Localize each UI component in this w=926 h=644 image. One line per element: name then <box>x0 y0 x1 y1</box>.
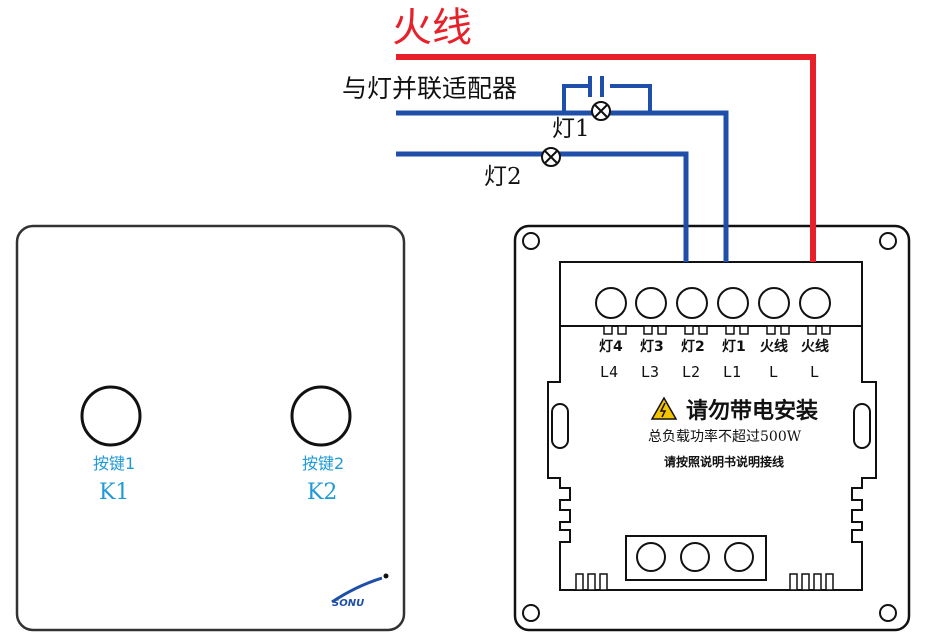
terminal-screw-l3 <box>635 287 667 319</box>
terminal-screw-l1 <box>717 287 749 319</box>
terminal-tabs <box>603 325 831 335</box>
adapter-symbol <box>562 76 652 113</box>
key2-label: 按键2 <box>302 454 345 473</box>
lamp1-symbol <box>591 101 611 121</box>
module-body <box>547 326 877 591</box>
terminal-screw-l4 <box>595 287 627 319</box>
terminal-name: 火线 <box>801 339 829 355</box>
terminal-code: L <box>769 363 779 381</box>
terminal-code: L2 <box>682 363 701 381</box>
warning-icon <box>650 396 678 420</box>
terminal-name: 火线 <box>760 339 788 355</box>
mount-hole-br <box>879 604 897 622</box>
mount-hole-tl <box>522 232 540 250</box>
terminal-screw-live-b <box>799 287 831 319</box>
warning-manual: 请按照说明书说明接线 <box>664 455 785 469</box>
terminal-name: 灯2 <box>681 339 705 355</box>
bottom-screw-3 <box>724 542 754 572</box>
key1-button <box>80 385 142 447</box>
bottom-screw-2 <box>680 542 710 572</box>
lamp2-label: 灯2 <box>484 164 522 190</box>
warning-load: 总负载功率不超过500W <box>648 429 802 445</box>
key2-button <box>290 385 352 447</box>
brand-logo: SONU <box>331 573 389 609</box>
key1-code: K1 <box>99 480 130 505</box>
lamp2-wire <box>396 151 689 262</box>
terminal-name: 灯3 <box>640 339 664 355</box>
adapter-label: 与灯并联适配器 <box>342 74 518 103</box>
terminal-code: L4 <box>600 363 619 381</box>
terminal-screws <box>595 287 831 319</box>
terminal-code: L <box>810 363 820 381</box>
lamp1-wire <box>396 110 729 262</box>
key2-code: K2 <box>307 480 338 505</box>
terminal-name: 灯4 <box>599 339 623 355</box>
terminal-name: 灯1 <box>722 339 746 355</box>
key1-label: 按键1 <box>93 454 136 473</box>
right-latch-slot <box>853 403 871 449</box>
terminal-screw-live-a <box>758 287 790 319</box>
svg-text:SONU: SONU <box>332 598 364 609</box>
lamp1-label: 灯1 <box>552 116 590 142</box>
left-latch-slot <box>551 403 569 449</box>
terminal-code: L3 <box>641 363 660 381</box>
bottom-screw-1 <box>636 542 666 572</box>
switch-panel <box>15 224 406 632</box>
terminal-screw-l2 <box>676 287 708 319</box>
terminal-code: L1 <box>723 363 742 381</box>
mount-hole-tr <box>879 232 897 250</box>
live-wire-label: 火线 <box>392 5 472 51</box>
mount-hole-bl <box>522 604 540 622</box>
lamp2-symbol <box>541 147 561 167</box>
live-wire <box>396 54 816 262</box>
bottom-vent-teeth <box>575 573 834 591</box>
warning-title: 请勿带电安装 <box>686 398 819 424</box>
